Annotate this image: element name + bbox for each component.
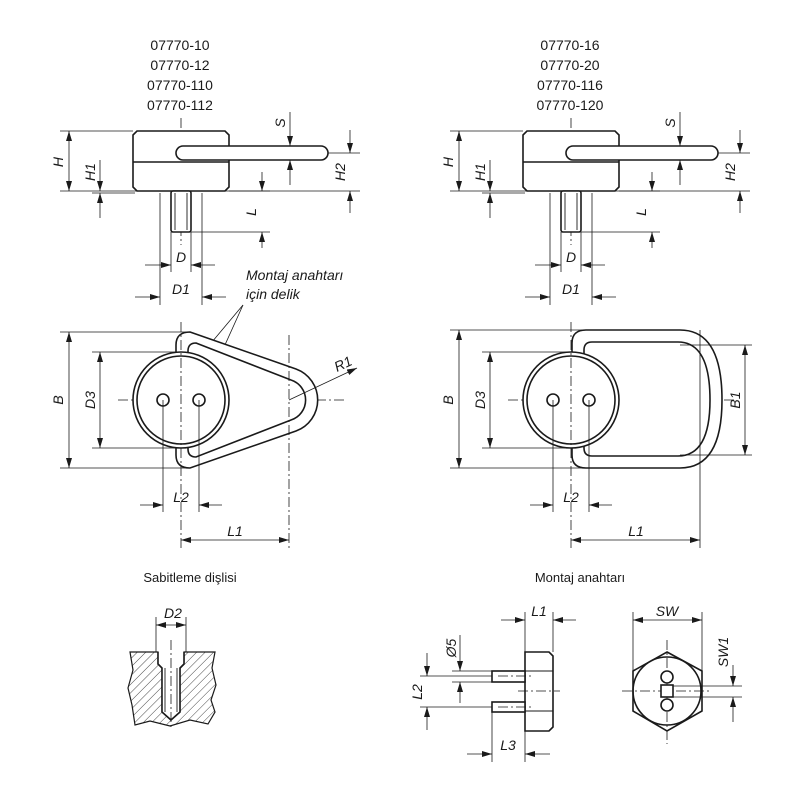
threaded-stud [170,190,192,233]
dim-label-b: B [50,395,66,404]
callout-text: Montaj anahtarı [246,267,343,283]
d-shaped-loop [571,329,723,469]
key-pin [491,670,526,683]
dim-label-b: B [440,395,456,404]
right-top-view: B D3 B1 L2 L1 [440,322,752,548]
dim-label-s: S [272,118,288,128]
part-number: 07770-112 [147,97,213,113]
left-top-view: B D3 R1 L2 L1 [50,322,358,548]
part-number: 07770-16 [540,37,599,53]
part-number: 07770-12 [150,57,209,73]
callout-text: için delik [246,286,301,302]
dim-label-l3: L3 [500,737,516,753]
dim-label-h2: H2 [722,163,738,181]
left-side-view: H H1 S H2 L D D1 [50,112,360,305]
dim-label-d: D [176,249,186,265]
dim-label-h1: H1 [472,163,488,181]
right-side-view: H H1 S H2 L D D1 [440,112,750,305]
fixing-thread-section: Sabitleme dişlisi D2 [127,570,237,730]
knob-body [132,130,230,192]
assembly-key-section: Montaj anahtarı L1 Ø5 L2 L3 [409,570,742,762]
dim-label-r1: R1 [332,353,355,375]
dim-label-d3: D3 [472,391,488,409]
key-hex-head [524,651,554,732]
dim-label-d2: D2 [164,605,182,621]
part-number: 07770-116 [537,77,603,93]
part-number: 07770-10 [150,37,209,53]
section-title: Sabitleme dişlisi [143,570,236,585]
dim-label-l1: L1 [227,523,243,539]
part-number: 07770-20 [540,57,599,73]
part-number: 07770-110 [147,77,213,93]
dim-label-l1: L1 [628,523,644,539]
dim-label-h2: H2 [332,163,348,181]
dim-label-d5: Ø5 [443,638,459,658]
key-pin-end [660,670,674,684]
lever-handle [175,145,329,161]
dim-label-d3: D3 [82,391,98,409]
left-part-numbers: 07770-10 07770-12 07770-110 07770-112 [147,37,213,113]
dim-label-d: D [566,249,576,265]
dim-label-d1: D1 [562,281,580,297]
dim-label-d1: D1 [172,281,190,297]
key-pin-end [660,698,674,712]
part-number: 07770-120 [537,97,604,113]
dim-label-l2: L2 [563,489,579,505]
right-part-numbers: 07770-16 07770-20 07770-116 07770-120 [537,37,604,113]
section-title: Montaj anahtarı [535,570,625,585]
dim-label-l: L [633,208,649,216]
dim-label-h: H [50,156,66,167]
dim-label-h: H [440,156,456,167]
dim-label-s: S [662,118,678,128]
dim-label-l: L [243,208,259,216]
key-square [660,684,674,698]
lever-handle [565,145,719,161]
dim-label-h1: H1 [82,163,98,181]
dim-label-sw1: SW1 [715,637,731,667]
dim-label-l2: L2 [173,489,189,505]
dim-label-b1: B1 [727,391,743,408]
dim-label-l1: L1 [531,603,547,619]
dim-label-sw: SW [656,603,680,619]
dim-label-l2: L2 [409,684,425,700]
